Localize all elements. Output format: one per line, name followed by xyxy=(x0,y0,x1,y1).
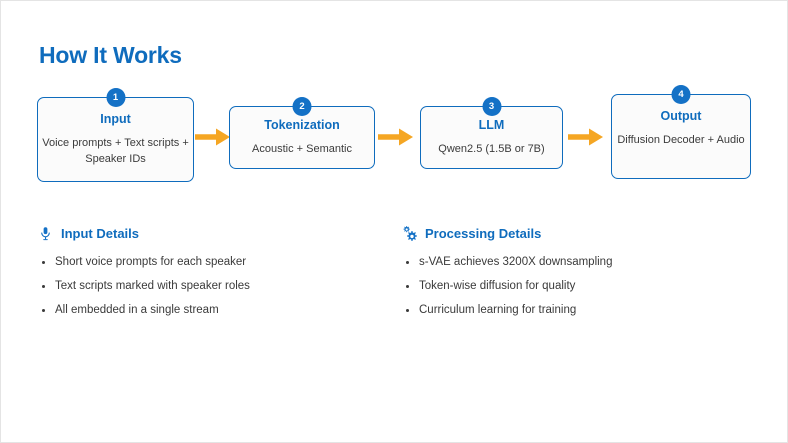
list-item: Short voice prompts for each speaker xyxy=(37,256,367,268)
input-details-list: Short voice prompts for each speaker Tex… xyxy=(37,256,367,316)
flow-step-title-2: Tokenization xyxy=(264,118,340,132)
flow-step-description-4: Diffusion Decoder + Audio xyxy=(617,133,745,146)
list-item: Token-wise diffusion for quality xyxy=(401,280,741,292)
flow-step-description-3: Qwen2.5 (1.5B or 7B) xyxy=(438,142,545,155)
list-item: Text scripts marked with speaker roles xyxy=(37,280,367,292)
input-details-header: Input Details xyxy=(37,223,367,243)
flow-step-title-1: Input xyxy=(100,112,131,126)
gears-icon xyxy=(401,225,418,242)
processing-details-list: s-VAE achieves 3200X downsampling Token-… xyxy=(401,256,741,316)
list-item: Curriculum learning for training xyxy=(401,304,741,316)
arrow-step-3-to-4-icon xyxy=(568,127,604,147)
list-item: s-VAE achieves 3200X downsampling xyxy=(401,256,741,268)
flow-step-llm[interactable]: 3 LLM Qwen2.5 (1.5B or 7B) xyxy=(420,97,563,169)
flow-step-output[interactable]: 4 Output Diffusion Decoder + Audio xyxy=(611,85,751,179)
input-details-heading: Input Details xyxy=(61,225,140,241)
step-number-badge-1: 1 xyxy=(106,88,125,107)
processing-details-header: Processing Details xyxy=(401,223,741,243)
arrow-step-2-to-3-icon xyxy=(378,127,414,147)
microphone-icon xyxy=(37,225,54,242)
arrow-step-1-to-2-icon xyxy=(195,127,231,147)
flow-step-tokenization[interactable]: 2 Tokenization Acoustic + Semantic xyxy=(229,97,375,169)
flow-step-title-3: LLM xyxy=(478,118,505,132)
step-number-badge-3: 3 xyxy=(482,97,501,116)
flow-step-input[interactable]: 1 Input Voice prompts + Text scripts + S… xyxy=(37,88,194,182)
input-details-section: Input Details Short voice prompts for ea… xyxy=(37,223,367,328)
processing-details-heading: Processing Details xyxy=(425,225,542,241)
page-title: How It Works xyxy=(39,42,182,68)
list-item: All embedded in a single stream xyxy=(37,304,367,316)
flow-step-title-4: Output xyxy=(660,109,702,123)
flow-step-description-2: Acoustic + Semantic xyxy=(252,142,352,155)
step-number-badge-4: 4 xyxy=(671,85,691,104)
processing-details-section: Processing Details s-VAE achieves 3200X … xyxy=(401,223,741,328)
flow-step-description-1: Voice prompts + Text scripts + Speaker I… xyxy=(42,136,189,165)
step-number-badge-2: 2 xyxy=(292,97,312,116)
